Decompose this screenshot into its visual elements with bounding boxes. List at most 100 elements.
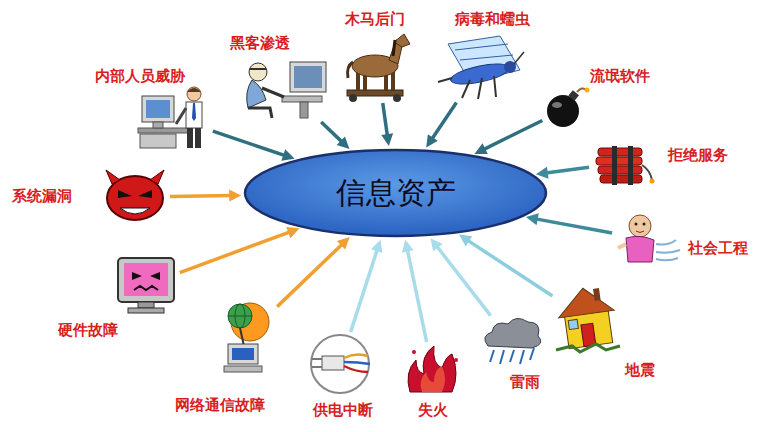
social-engineer-icon-part — [643, 223, 646, 226]
hacker-icon-part — [248, 108, 272, 118]
threat-item: 内部人员威胁 — [135, 85, 210, 150]
network-globe-icon-part — [232, 348, 254, 360]
social-engineer-icon-part — [635, 223, 638, 226]
house-icon-part — [581, 323, 596, 346]
power-plug-icon — [311, 335, 370, 393]
threat-label: 供电中断 — [313, 400, 373, 420]
devil-face-icon-part — [138, 190, 152, 198]
arrow-head — [526, 213, 539, 225]
arrow-shaft — [277, 244, 342, 307]
threat-item: 失火 — [405, 345, 460, 395]
storm-cloud-icon-part — [500, 350, 504, 364]
storm-cloud-icon-part — [530, 348, 534, 360]
asset-ellipse: 信息资产 — [243, 148, 548, 238]
threat-label: 内部人员威胁 — [95, 66, 185, 86]
threat-arrow — [180, 227, 300, 273]
threat-item: 社会工程 — [615, 212, 680, 267]
threat-label: 病毒和蠕虫 — [455, 9, 530, 29]
office-worker-icon-part — [140, 134, 176, 148]
threat-item: 流氓软件 — [545, 88, 590, 128]
threat-arrow — [170, 190, 241, 202]
network-globe-icon-part — [224, 366, 262, 372]
arrow-shaft — [383, 103, 388, 136]
arrow-head — [381, 133, 393, 146]
network-globe-icon-part — [228, 304, 252, 328]
threat-label: 硬件故障 — [58, 320, 118, 340]
arrow-shaft — [467, 240, 552, 296]
trojan-horse-icon-part — [348, 62, 353, 78]
storm-cloud-icon-part — [485, 318, 541, 348]
network-globe-icon — [224, 303, 269, 372]
power-plug-icon-part — [344, 362, 370, 364]
trojan-horse-icon-part — [349, 94, 357, 102]
threat-item: 雷雨 — [480, 318, 542, 366]
arrow-shaft — [437, 246, 491, 316]
fire-icon — [408, 346, 458, 392]
threat-item: 系统漏洞 — [105, 170, 167, 224]
arrow-head — [426, 134, 438, 147]
dynamite-icon-part — [628, 146, 633, 185]
arrow-head — [459, 235, 472, 247]
storm-cloud-icon-part — [490, 350, 494, 362]
power-plug-icon-part — [311, 335, 369, 393]
hacker-icon-part — [249, 63, 267, 81]
broken-monitor-icon-part — [118, 258, 174, 302]
office-worker-icon-part — [187, 88, 201, 92]
threat-arrow — [321, 122, 349, 149]
dynamite-icon — [596, 146, 655, 185]
broken-monitor-icon-part — [124, 263, 168, 296]
broken-monitor-icon-part — [128, 308, 164, 313]
bug-icon-part — [455, 44, 508, 50]
fire-icon-part — [421, 366, 445, 392]
bug-icon-part — [460, 55, 513, 60]
threat-arrow — [474, 120, 542, 154]
threat-label: 社会工程 — [688, 238, 748, 258]
ground-crack — [556, 344, 620, 352]
threat-item: 硬件故障 — [115, 255, 177, 315]
threat-label: 雷雨 — [510, 372, 540, 392]
threat-item: 地震 — [555, 285, 620, 353]
dynamite-icon-part — [596, 157, 642, 165]
power-plug-icon-part — [312, 366, 322, 368]
devil-face-icon — [106, 170, 164, 220]
fire-icon-part — [454, 358, 458, 362]
threat-arrow — [402, 240, 427, 342]
bomb-icon-part — [585, 88, 590, 93]
dynamite-icon-part — [612, 146, 617, 185]
bomb-icon-part — [552, 102, 562, 108]
bug-icon-part — [494, 76, 496, 97]
arrow-head — [286, 227, 299, 238]
office-worker-icon-part — [153, 122, 163, 128]
threat-item: 病毒和蠕虫 — [435, 32, 527, 100]
office-worker-icon-part — [142, 96, 174, 122]
house-icon-part — [593, 288, 601, 301]
threat-item: 拒绝服务 — [592, 140, 657, 185]
threat-label: 拒绝服务 — [668, 145, 728, 165]
devil-face-icon-part — [118, 190, 132, 198]
threat-item: 木马后门 — [345, 32, 410, 100]
trojan-horse-icon-part — [393, 94, 401, 102]
arrow-shaft — [180, 232, 290, 273]
threat-label: 网络通信故障 — [175, 395, 265, 415]
office-worker-icon-part — [187, 87, 201, 101]
threat-arrow — [459, 235, 553, 296]
arrow-head — [337, 237, 350, 250]
trojan-horse-icon-part — [393, 40, 395, 56]
dynamite-icon-part — [598, 166, 642, 174]
office-worker-icon-part — [187, 128, 193, 148]
social-engineer-icon-part — [618, 244, 626, 248]
bug-icon-part — [514, 52, 524, 64]
arrow-shaft — [170, 194, 231, 198]
social-engineer-icon-part — [629, 215, 651, 237]
asset-title: 信息资产 — [336, 173, 456, 214]
hacker-icon-part — [300, 102, 308, 118]
arrow-shaft — [483, 120, 542, 149]
network-globe-icon-part — [240, 328, 244, 346]
arrow-head — [229, 190, 241, 202]
social-engineer-icon-part — [656, 240, 676, 245]
bug-icon-part — [438, 78, 452, 82]
threat-arrow — [351, 240, 383, 333]
hacker-icon-part — [250, 68, 266, 70]
broken-monitor-icon — [118, 258, 174, 313]
network-globe-icon-part — [228, 316, 252, 317]
